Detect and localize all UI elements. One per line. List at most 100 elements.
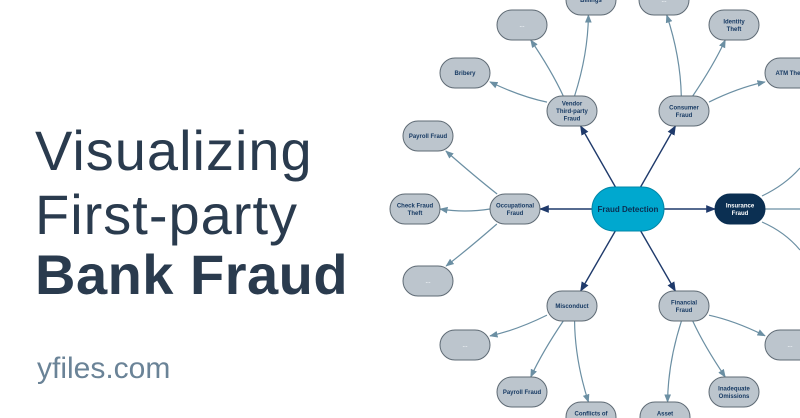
edge bbox=[439, 206, 491, 214]
edge bbox=[692, 39, 726, 97]
edge bbox=[579, 125, 617, 188]
node-label: ... bbox=[787, 343, 792, 349]
node-label: Vendor bbox=[562, 102, 583, 108]
node-label: Financial bbox=[671, 300, 697, 306]
node-label: Insurance bbox=[726, 203, 755, 209]
node-shape bbox=[708, 9, 760, 41]
node-misconduct[interactable]: Misconduct bbox=[546, 290, 598, 322]
edge bbox=[761, 167, 800, 197]
edge bbox=[639, 125, 677, 188]
edge bbox=[489, 314, 548, 338]
node-label: ... bbox=[661, 0, 666, 4]
node-label: Fraud bbox=[732, 211, 749, 217]
node-shape bbox=[489, 193, 541, 225]
node-v_more[interactable]: ... bbox=[496, 9, 548, 41]
node-o_more[interactable]: ... bbox=[402, 265, 454, 297]
node-shape bbox=[546, 95, 598, 127]
node-label: Check Fraud bbox=[397, 203, 434, 209]
edge bbox=[665, 14, 682, 97]
node-payroll1[interactable]: Payroll Fraud bbox=[402, 120, 454, 152]
node-label: Fraud bbox=[507, 211, 524, 217]
node-shape bbox=[708, 376, 760, 408]
node-shape bbox=[402, 120, 454, 152]
node-label: Inadequate bbox=[718, 386, 750, 392]
node-shape bbox=[639, 401, 691, 418]
node-label: Payroll Fraud bbox=[409, 134, 448, 140]
edge bbox=[530, 320, 564, 378]
node-label: Fraud bbox=[564, 117, 581, 123]
node-shape bbox=[496, 376, 548, 408]
edge bbox=[692, 320, 726, 378]
node-atm[interactable]: ATM Theft bbox=[764, 57, 800, 89]
node-label: Fraud bbox=[676, 308, 693, 314]
node-shape bbox=[764, 57, 800, 89]
node-shape bbox=[565, 0, 617, 16]
headline-line-2: First-party bbox=[35, 183, 298, 246]
edge bbox=[445, 223, 498, 267]
node-label: ... bbox=[425, 279, 430, 285]
node-shape bbox=[402, 265, 454, 297]
node-label: ... bbox=[462, 343, 467, 349]
node-shape bbox=[658, 95, 710, 127]
edge bbox=[573, 320, 590, 403]
node-label: Theft bbox=[727, 27, 742, 33]
node-bribery[interactable]: Bribery bbox=[439, 57, 491, 89]
node-label: Omissions bbox=[719, 394, 750, 400]
node-label: Consumer bbox=[669, 105, 699, 111]
node-shape bbox=[565, 401, 617, 418]
node-shape bbox=[496, 9, 548, 41]
node-label: Payroll Fraud bbox=[503, 390, 542, 396]
node-label: Occupational bbox=[496, 203, 534, 209]
edge bbox=[708, 314, 766, 337]
node-c_more[interactable]: ... bbox=[638, 0, 690, 16]
node-asset[interactable]: AssetReversals bbox=[639, 401, 691, 418]
node-shape bbox=[591, 186, 665, 232]
edge bbox=[640, 230, 676, 292]
node-label: Billings bbox=[580, 0, 602, 4]
node-shape bbox=[439, 57, 491, 89]
node-label: Asset bbox=[657, 411, 673, 417]
edge bbox=[573, 14, 592, 97]
node-label: Identity bbox=[723, 19, 745, 25]
node-label: Fraud bbox=[676, 113, 693, 119]
node-label: Bribery bbox=[454, 71, 476, 77]
edge bbox=[445, 150, 498, 195]
node-label: Theft bbox=[408, 211, 423, 217]
site-link[interactable]: yfiles.com bbox=[37, 352, 171, 385]
node-root[interactable]: Fraud Detection bbox=[591, 186, 665, 232]
node-shape bbox=[658, 290, 710, 322]
node-shape bbox=[638, 0, 690, 16]
node-billings[interactable]: Billings bbox=[565, 0, 617, 16]
node-label: Third-party bbox=[556, 109, 588, 115]
edge bbox=[489, 81, 548, 103]
node-shape bbox=[546, 290, 598, 322]
node-shape bbox=[439, 329, 491, 361]
headline-line-1: Visualizing bbox=[35, 119, 313, 182]
node-shape bbox=[389, 193, 441, 225]
node-payroll2[interactable]: Payroll Fraud bbox=[496, 376, 548, 408]
edge bbox=[761, 221, 800, 251]
headline-line-3: Bank Fraud bbox=[35, 243, 349, 306]
edge bbox=[708, 80, 766, 103]
node-label: Conflicts of bbox=[575, 411, 609, 417]
node-shape bbox=[714, 193, 766, 225]
edge bbox=[530, 39, 564, 97]
node-label: ATM Theft bbox=[776, 71, 800, 77]
node-conflicts[interactable]: Conflicts ofInterest bbox=[565, 401, 617, 418]
node-shape bbox=[764, 329, 800, 361]
node-label: Fraud Detection bbox=[598, 205, 659, 214]
edge bbox=[664, 320, 683, 403]
node-m_more[interactable]: ... bbox=[439, 329, 491, 361]
node-f_more[interactable]: ... bbox=[764, 329, 800, 361]
edge bbox=[580, 230, 616, 292]
node-label: ... bbox=[519, 23, 524, 29]
